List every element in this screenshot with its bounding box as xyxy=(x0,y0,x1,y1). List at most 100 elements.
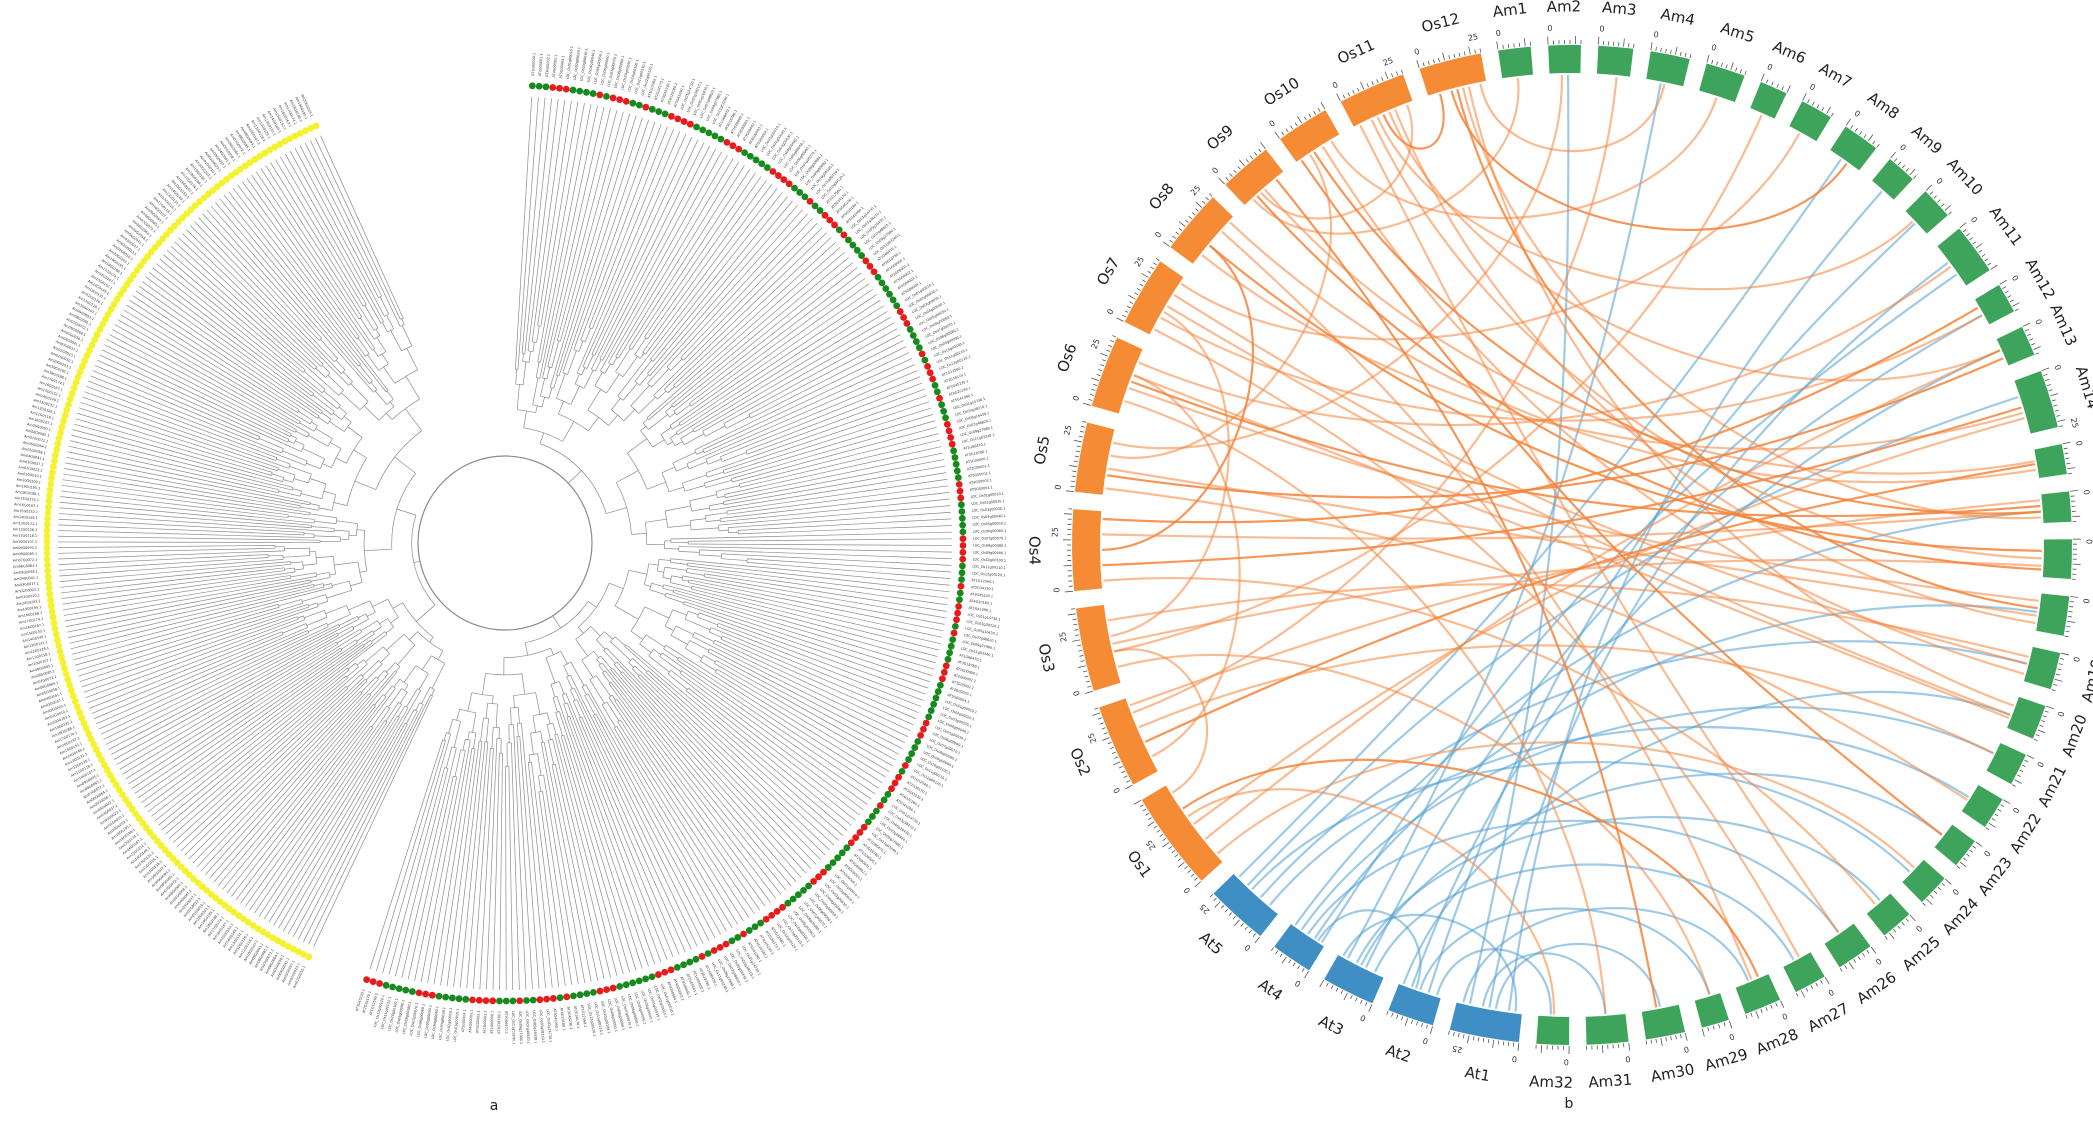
tree-branch xyxy=(563,665,569,677)
chromosome-label: Am23 xyxy=(1974,854,2015,900)
tree-tip-label: LOC_Os07g00070.1 xyxy=(607,54,618,87)
tip-dot xyxy=(47,480,55,488)
tree-branch xyxy=(725,452,943,499)
tree-tip-label: AT5G00004.1 xyxy=(970,485,993,492)
tree-tip-label: Am13G0131.1 xyxy=(13,521,38,526)
tree-branch xyxy=(320,411,323,414)
tree-branch xyxy=(249,708,391,911)
tip-dot xyxy=(635,977,643,985)
axis-tick xyxy=(2055,673,2061,676)
tree-branch xyxy=(573,121,656,350)
tip-dot xyxy=(528,82,536,90)
tip-dot xyxy=(46,590,54,598)
tip-dot xyxy=(153,837,161,845)
axis-tick xyxy=(1096,374,1101,377)
axis-tick xyxy=(1169,239,1173,243)
tip-dot xyxy=(931,381,939,389)
tree-branch xyxy=(608,683,771,903)
tree-tip-label: AT3G45230.1 xyxy=(946,379,969,390)
axis-tick xyxy=(1453,53,1456,58)
tick-label: 0 xyxy=(1982,849,1992,858)
synteny-link xyxy=(1376,116,1914,291)
axis-tick xyxy=(1365,1001,1368,1006)
tip-dot xyxy=(52,630,60,638)
tree-tip-dots xyxy=(43,82,967,1005)
tree-branch xyxy=(328,572,331,578)
tip-dot xyxy=(118,791,126,799)
tree-branch xyxy=(59,501,312,526)
tree-branch xyxy=(152,267,315,395)
tree-branch xyxy=(537,100,572,326)
tree-branch xyxy=(125,631,362,780)
tip-dot xyxy=(235,912,243,920)
axis-tick xyxy=(1177,858,1182,862)
axis-tick xyxy=(1750,1012,1753,1017)
tree-branch xyxy=(618,161,740,359)
tree-branch xyxy=(421,687,431,704)
tip-dot xyxy=(161,846,169,854)
tree-branch xyxy=(300,493,322,500)
axis-tick xyxy=(1071,608,1076,610)
tree-branch xyxy=(688,687,856,821)
tip-dot xyxy=(279,940,287,947)
axis-tick xyxy=(1720,62,1723,67)
tree-branch xyxy=(385,702,399,722)
axis-tick xyxy=(1507,1041,1510,1047)
chromosome-label: Am22 xyxy=(2006,810,2045,857)
tip-dot xyxy=(302,127,309,135)
axis-tick xyxy=(1360,81,1365,90)
tree-branch xyxy=(704,358,913,454)
tree-branch xyxy=(649,589,666,596)
tip-dot xyxy=(276,140,284,148)
tree-branch xyxy=(445,746,453,769)
tree-branch xyxy=(303,370,326,390)
chromosome-am2 xyxy=(1548,45,1581,74)
tree-branch xyxy=(639,643,652,653)
axis-tick xyxy=(1126,780,1130,783)
tree-branch xyxy=(290,434,297,439)
axis-tick xyxy=(1876,143,1880,148)
tree-branch xyxy=(373,327,379,331)
tree-branch xyxy=(716,660,896,761)
tree-branch xyxy=(721,558,748,561)
synteny-link xyxy=(1488,261,1949,1008)
tip-dot xyxy=(845,236,852,244)
axis-tick xyxy=(2029,338,2034,341)
tree-branch xyxy=(560,651,568,665)
tree-branch xyxy=(548,740,555,765)
tip-dot xyxy=(698,953,706,960)
tree-branch xyxy=(310,140,401,327)
axis-tick xyxy=(1870,946,1877,954)
axis-tick xyxy=(1092,712,1101,716)
tick-label: 0 xyxy=(1052,587,1061,593)
chromosome-am24 xyxy=(1902,859,1945,903)
tree-branch xyxy=(570,661,585,686)
axis-tick xyxy=(1502,1041,1505,1046)
axis-tick xyxy=(1171,850,1176,854)
axis-tick xyxy=(1201,200,1206,205)
tip-dot xyxy=(181,867,189,875)
tip-dot xyxy=(821,211,829,219)
tree-branch xyxy=(660,427,672,435)
tree-branch xyxy=(682,474,707,484)
tree-branch xyxy=(669,283,870,426)
axis-tick xyxy=(1128,294,1136,300)
axis-tick xyxy=(1088,398,1093,401)
axis-tick xyxy=(2042,715,2047,718)
synteny-link xyxy=(1129,499,2040,707)
tip-dot xyxy=(58,653,65,661)
tree-branch xyxy=(277,467,279,471)
axis-tick xyxy=(2058,425,2063,428)
tip-dot xyxy=(284,942,292,950)
tree-branch xyxy=(166,250,306,371)
tip-dot xyxy=(223,176,230,183)
tree-branch xyxy=(485,673,523,676)
tree-branch xyxy=(691,527,719,531)
tree-branch xyxy=(720,376,921,458)
axis-tick xyxy=(1195,208,1199,212)
tip-dot xyxy=(171,222,178,230)
tree-branch xyxy=(576,699,692,950)
tree-branch xyxy=(341,639,356,650)
tree-branch xyxy=(231,696,387,897)
tree-branch xyxy=(288,515,315,520)
